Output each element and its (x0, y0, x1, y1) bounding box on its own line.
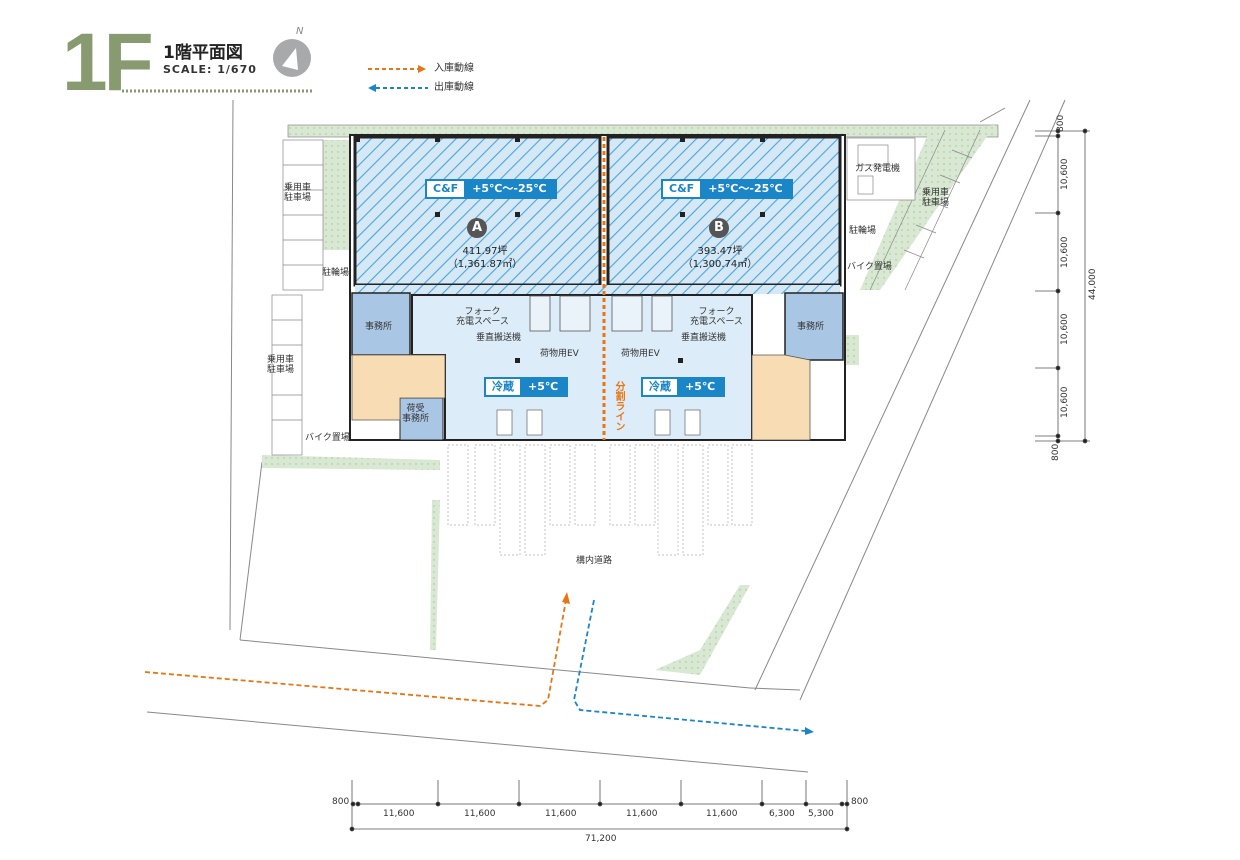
vertical-conveyor-right: 垂直搬送機 (681, 333, 727, 343)
legend-inbound: 入庫動線 (434, 63, 474, 74)
dim-bottom-2: 11,600 (464, 809, 496, 819)
zone-b-marker: B (709, 218, 729, 238)
zone-a-area: 411.97坪 （1,361.87㎡） (430, 246, 540, 271)
gas-generator: ガス発電機 (855, 164, 901, 174)
car-parking-left-top: 乗用車 駐車場 (284, 183, 312, 204)
car-parking-right: 乗用車 駐車場 (922, 188, 950, 209)
page-title: 1階平面図 (163, 43, 243, 63)
split-line-label: 分割ライン (613, 381, 624, 431)
zone-a-type: C&F (427, 181, 465, 197)
chill-right-badge: 冷蔵 +5℃ (641, 377, 726, 397)
dim-bottom-5: 11,600 (706, 809, 738, 819)
legend-outbound: 出庫動線 (434, 82, 474, 93)
svg-text:N: N (296, 26, 304, 37)
bike-parking-right: バイク置場 (847, 262, 892, 272)
dim-bottom-6: 6,300 (769, 809, 795, 819)
fork-charge-left: フォーク 充電スペース (456, 307, 509, 328)
dim-right-3: 10,600 (1060, 313, 1070, 346)
zone-a-m2: （1,361.87㎡） (447, 258, 523, 270)
dim-bottom-7: 5,300 (808, 809, 834, 819)
zone-b-type: C&F (663, 181, 701, 197)
dim-right-0: 800 (1056, 114, 1066, 132)
dim-bottom-4: 11,600 (626, 809, 658, 819)
dim-bottom-3: 11,600 (545, 809, 577, 819)
zone-b-temp: +5℃〜-25℃ (700, 181, 791, 197)
zone-a-marker: A (467, 218, 487, 238)
dim-bottom-total: 71,200 (585, 834, 617, 844)
bicycle-parking-right: 駐輪場 (849, 226, 877, 236)
dim-bottom-8: 800 (851, 797, 869, 807)
fork-charge-right: フォーク 充電スペース (690, 307, 743, 328)
dim-right-5: 800 (1051, 443, 1061, 461)
dim-right-4: 10,600 (1060, 386, 1070, 419)
zone-a-badge: C&F +5℃〜-25℃ (425, 179, 557, 199)
bike-parking-left: バイク置場 (305, 433, 350, 443)
dim-bottom-0: 800 (332, 797, 350, 807)
zone-a-temp: +5℃〜-25℃ (464, 181, 555, 197)
zone-b-badge: C&F +5℃〜-25℃ (661, 179, 793, 199)
scale-label: SCALE: 1/670 (163, 63, 257, 76)
chill-left-badge: 冷蔵 +5℃ (484, 377, 569, 397)
freight-ev-left: 荷物用EV (540, 349, 579, 359)
chill-left-type: 冷蔵 (486, 379, 520, 395)
office-right: 事務所 (797, 322, 825, 332)
vertical-conveyor-left: 垂直搬送機 (476, 333, 522, 343)
chill-left-temp: +5℃ (520, 379, 567, 395)
office-left: 事務所 (365, 322, 393, 332)
freight-ev-right: 荷物用EV (621, 349, 660, 359)
receiving-office: 荷受 事務所 (402, 404, 430, 425)
dim-right-2: 10,600 (1060, 236, 1070, 269)
bicycle-parking-left: 駐輪場 (322, 268, 350, 278)
car-parking-left-bottom: 乗用車 駐車場 (267, 355, 295, 376)
dim-right-1: 10,600 (1060, 158, 1070, 191)
zone-a-tsubo: 411.97坪 (462, 246, 508, 257)
chill-right-temp: +5℃ (677, 379, 724, 395)
internal-road: 構内道路 (576, 556, 613, 566)
north-compass-icon: N (273, 26, 311, 77)
zone-b-area: 393.47坪 （1,300.74㎡） (665, 246, 775, 271)
zone-b-tsubo: 393.47坪 (697, 246, 743, 257)
chill-right-type: 冷蔵 (643, 379, 677, 395)
zone-b-m2: （1,300.74㎡） (682, 258, 758, 270)
dim-right-total: 44,000 (1088, 268, 1098, 301)
dim-bottom-1: 11,600 (383, 809, 415, 819)
